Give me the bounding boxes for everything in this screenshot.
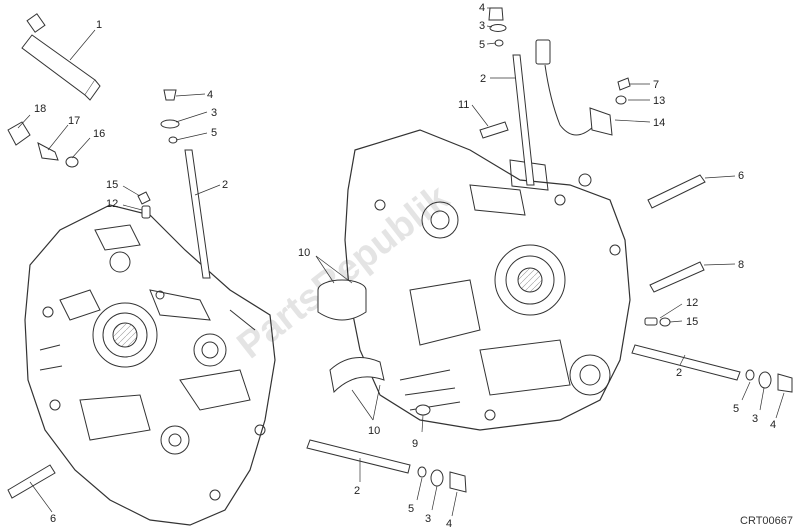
right-crankcase-half [344, 129, 631, 431]
callout-3-right: 3 [752, 413, 758, 425]
bolt-8 [649, 261, 705, 293]
callout-14: 14 [653, 117, 665, 129]
dowel-pin-left [137, 191, 151, 219]
bolt-6-right [647, 174, 706, 209]
callout-12-left: 12 [106, 198, 118, 210]
main-bearing-shells-lower [329, 357, 385, 394]
callout-8: 8 [738, 259, 744, 271]
callout-15-right: 15 [686, 316, 698, 328]
callout-18: 18 [34, 103, 46, 115]
callout-4-top-left: 4 [207, 89, 213, 101]
callout-5-top-right: 5 [479, 39, 485, 51]
callout-3-bottom: 3 [425, 513, 431, 525]
callout-10-lower: 10 [368, 425, 380, 437]
callout-5-right: 5 [733, 403, 739, 415]
callout-2-bottom: 2 [354, 485, 360, 497]
callout-5-top-left: 5 [211, 127, 217, 139]
dowel-pin-right [644, 317, 671, 327]
callout-9: 9 [412, 438, 418, 450]
callout-5-bottom: 5 [408, 503, 414, 515]
callout-2-top-right: 2 [480, 73, 486, 85]
callout-6-right: 6 [738, 170, 744, 182]
callout-4-top-right: 4 [479, 2, 485, 14]
callout-15-left: 15 [106, 179, 118, 191]
callout-7: 7 [653, 79, 659, 91]
callout-6-left: 6 [50, 513, 56, 525]
callout-16: 16 [93, 128, 105, 140]
sealant-tube [21, 13, 101, 101]
position-sensor [535, 39, 631, 136]
callout-2-top-left: 2 [222, 179, 228, 191]
o-ring [415, 404, 431, 416]
callout-2-right: 2 [676, 367, 682, 379]
callout-3-top-left: 3 [211, 107, 217, 119]
callout-4-bottom: 4 [446, 518, 452, 530]
callout-13: 13 [653, 95, 665, 107]
stud-bolt-top-right [488, 7, 535, 186]
main-bearing-shells-upper [317, 279, 367, 321]
stud-bolt-bottom [306, 439, 467, 493]
callout-4-right: 4 [770, 419, 776, 431]
callout-labels: 1 18 17 16 15 12 4 3 5 2 10 10 9 4 3 5 2… [34, 2, 776, 530]
speed-sensor [7, 121, 79, 168]
watermark: PartsRepublik [230, 176, 458, 367]
leader-lines [17, 7, 785, 517]
callout-10-upper: 10 [298, 247, 310, 259]
stud-bolt-right [631, 344, 793, 393]
callout-17: 17 [68, 115, 80, 127]
bolt-11 [479, 121, 509, 139]
callout-3-top-right: 3 [479, 20, 485, 32]
left-crankcase-half [24, 204, 276, 526]
callout-1: 1 [96, 19, 102, 31]
callout-11: 11 [458, 99, 469, 111]
reference-code: CRT00667 [740, 515, 793, 527]
callout-12-right: 12 [686, 297, 698, 309]
bolt-6-left [7, 464, 56, 499]
